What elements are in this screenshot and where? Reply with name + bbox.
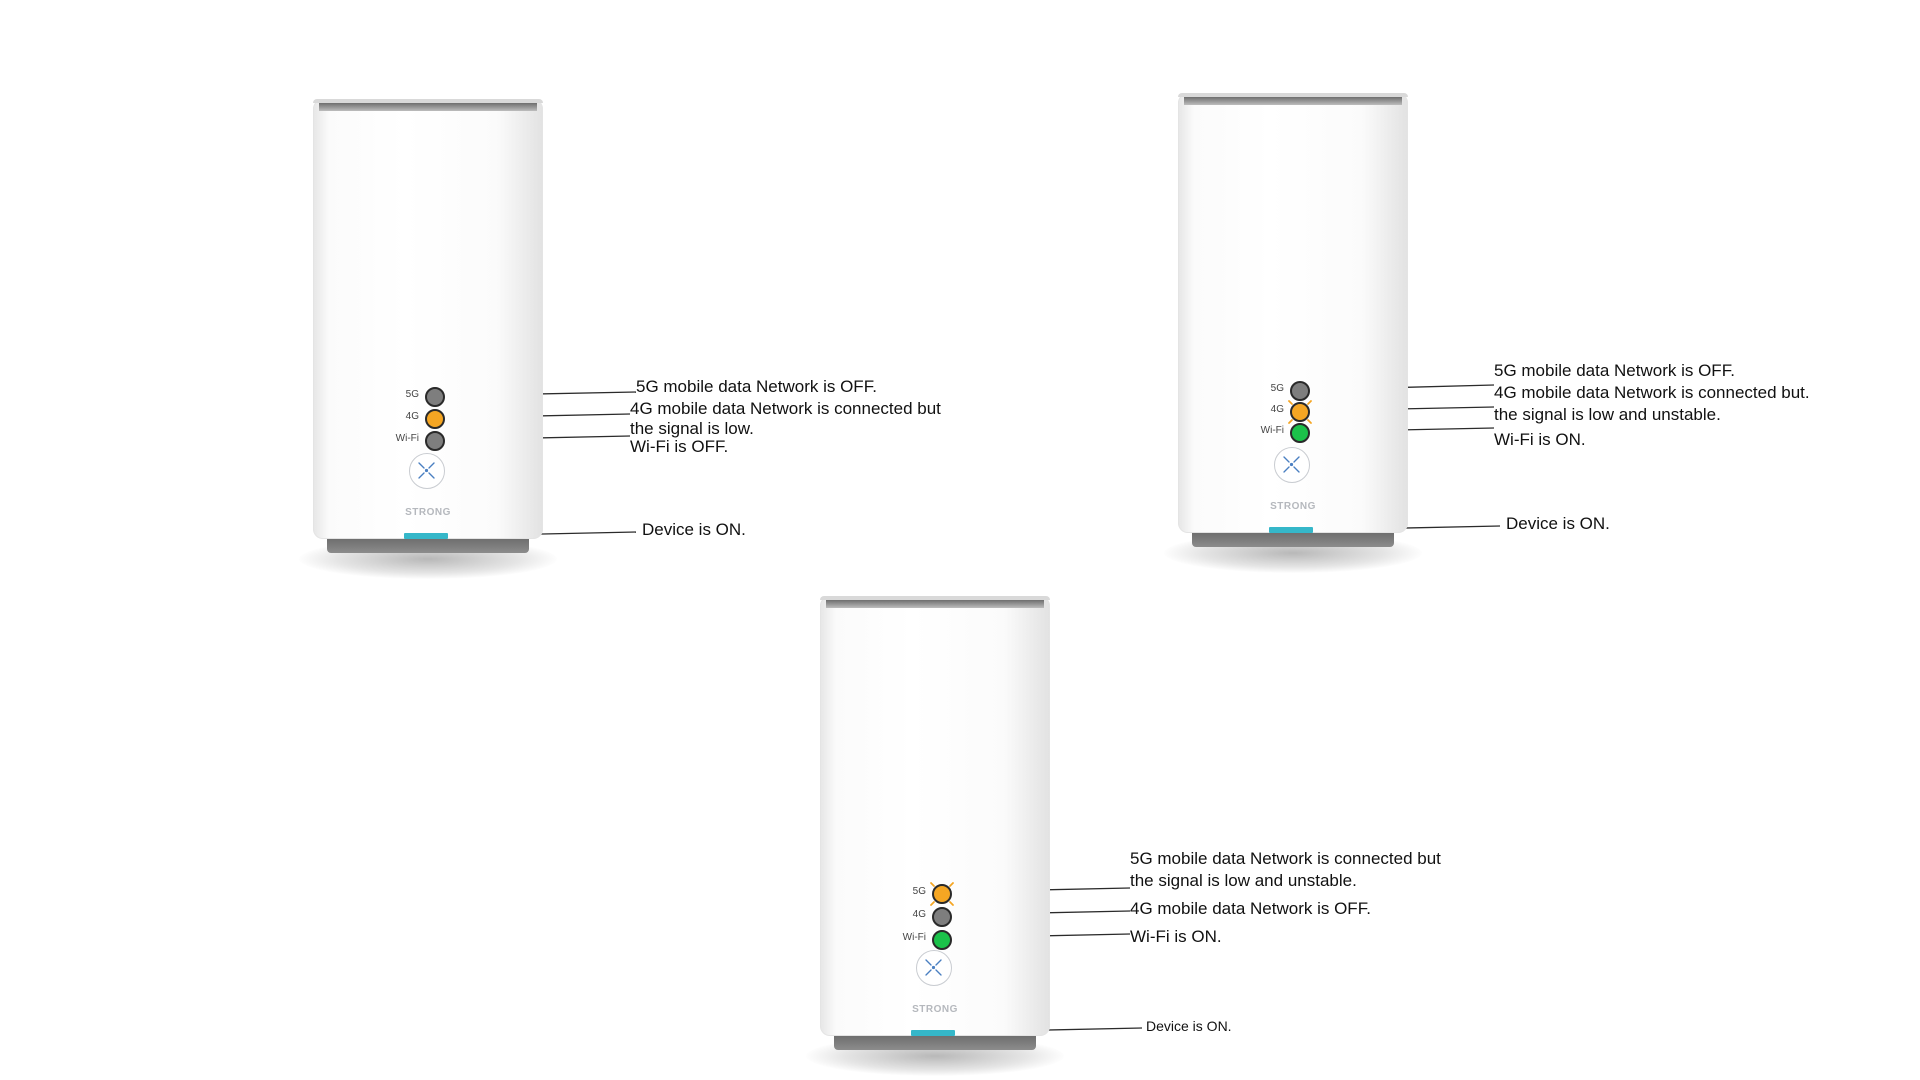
router-base [327, 539, 529, 553]
led-indicator-4g [1290, 402, 1310, 422]
power-led [404, 533, 448, 539]
callout-power: Device is ON. [1146, 1018, 1232, 1034]
brand-logo: STRONG [1270, 501, 1316, 512]
power-led [1269, 527, 1313, 533]
led-label: 4G [912, 909, 926, 920]
led-label: 4G [405, 411, 419, 422]
router-device: 5G 4G Wi-Fi [1164, 93, 1422, 573]
led-label: 5G [405, 389, 419, 400]
callout-5g: 5G mobile data Network is OFF. [636, 377, 877, 396]
top-lip [1178, 93, 1408, 97]
led-label: Wi-Fi [902, 932, 926, 943]
led-label: 5G [912, 886, 926, 897]
led-row-5g: 5G [820, 882, 1050, 906]
led-indicator-5g [1290, 381, 1310, 401]
top-vent-grill [319, 103, 537, 111]
led-row-5g: 5G [313, 385, 543, 407]
cross-arrows-icon [418, 462, 435, 479]
callout-wifi: Wi-Fi is ON. [1494, 430, 1586, 449]
led-row-5g: 5G [1178, 379, 1408, 401]
top-vent-grill [1184, 97, 1402, 105]
wps-button[interactable] [409, 453, 445, 489]
callout-4g: 4G mobile data Network is OFF. [1130, 899, 1371, 918]
blink-rays-icon [930, 882, 954, 906]
callout-power: Device is ON. [1506, 514, 1610, 533]
top-lip [313, 99, 543, 103]
led-row-4g: 4G [313, 407, 543, 429]
wps-button[interactable] [1274, 447, 1310, 483]
callout-5g-line2: the signal is low and unstable. [1130, 871, 1357, 890]
callout-power: Device is ON. [642, 520, 746, 539]
router-base [1192, 533, 1394, 547]
brand-logo: STRONG [912, 1004, 958, 1015]
wps-button[interactable] [916, 950, 952, 986]
led-row-wifi: Wi-Fi [313, 429, 543, 451]
callout-wifi: Wi-Fi is OFF. [630, 437, 729, 456]
led-row-4g: 4G [820, 905, 1050, 927]
power-led [911, 1030, 955, 1036]
router-device: 5G 4G Wi-Fi STRONG [299, 99, 557, 579]
top-vent-grill [826, 600, 1044, 608]
led-indicator-wifi [1290, 423, 1310, 443]
led-label: 5G [1270, 383, 1284, 394]
led-indicator-5g [425, 387, 445, 407]
led-indicator-4g [425, 409, 445, 429]
callout-wifi: Wi-Fi is ON. [1130, 927, 1222, 946]
callout-5g: 5G mobile data Network is OFF. [1494, 361, 1735, 380]
led-indicator-5g [932, 884, 952, 904]
router-base [834, 1036, 1036, 1050]
led-label: Wi-Fi [395, 433, 419, 444]
led-row-wifi: Wi-Fi [1178, 421, 1408, 443]
led-indicator-4g [932, 907, 952, 927]
blink-rays-icon [1288, 400, 1312, 424]
cross-arrows-icon [1283, 456, 1300, 473]
led-label: Wi-Fi [1260, 425, 1284, 436]
router-device: 5G 4G Wi-Fi [806, 596, 1064, 1076]
brand-logo: STRONG [405, 507, 451, 518]
callout-4g-line2: the signal is low. [630, 419, 754, 438]
led-label: 4G [1270, 404, 1284, 415]
callout-4g-line2: the signal is low and unstable. [1494, 405, 1721, 424]
led-row-4g: 4G [1178, 400, 1408, 424]
callout-4g-line1: 4G mobile data Network is connected but. [1494, 383, 1810, 402]
led-indicator-wifi [932, 930, 952, 950]
callout-5g-line1: 5G mobile data Network is connected but [1130, 849, 1441, 868]
cross-arrows-icon [925, 959, 942, 976]
top-lip [820, 596, 1050, 600]
callout-4g-line1: 4G mobile data Network is connected but [630, 399, 941, 418]
led-indicator-wifi [425, 431, 445, 451]
led-row-wifi: Wi-Fi [820, 928, 1050, 950]
